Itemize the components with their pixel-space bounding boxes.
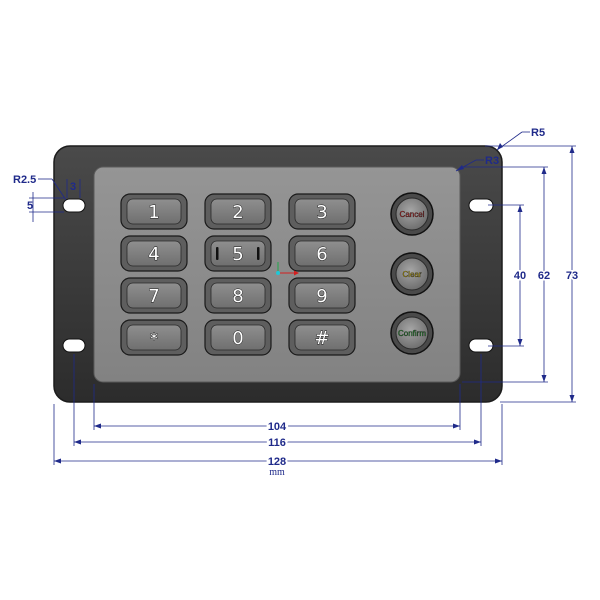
key-4[interactable]: 4	[120, 235, 188, 272]
key-hash-label: #	[314, 328, 329, 349]
dimension-arrows	[54, 143, 575, 464]
key-0[interactable]: 0	[204, 319, 272, 356]
origin-axes-icon	[276, 262, 299, 276]
dim-hole-height: 5	[27, 200, 33, 212]
key-grid: 1 2 3 4 5 6	[120, 193, 356, 356]
key-5-tactile-bar-left	[216, 247, 219, 260]
dim-hole-pitch: 116	[268, 437, 286, 449]
key-4-label: 4	[148, 244, 159, 265]
dimension-lines	[29, 131, 576, 465]
dim-panel-height: 62	[538, 270, 550, 282]
dim-radius-outer: R5	[531, 127, 545, 139]
dim-hole-spacing: 40	[514, 270, 526, 282]
key-5[interactable]: 5	[204, 235, 272, 272]
cancel-button[interactable]: Cancel	[390, 192, 434, 236]
key-5-tactile-bar-right	[257, 247, 260, 260]
dim-overall-width: 128	[268, 456, 286, 468]
mounting-hole-top-right	[468, 198, 494, 213]
key-2[interactable]: 2	[204, 193, 272, 230]
key-3-label: 3	[316, 202, 327, 223]
key-2-label: 2	[232, 202, 243, 223]
key-8-label: 8	[232, 286, 243, 307]
key-1[interactable]: 1	[120, 193, 188, 230]
key-9-label: 9	[316, 286, 327, 307]
dim-hole-width: 3	[70, 181, 76, 193]
key-hash[interactable]: #	[288, 319, 356, 356]
dim-overall-height: 73	[566, 270, 578, 282]
key-7[interactable]: 7	[120, 277, 188, 314]
dim-hole-radius: R2.5	[13, 174, 36, 186]
clear-button[interactable]: Clear	[390, 252, 434, 296]
key-5-label: 5	[232, 244, 243, 265]
dim-radius-inner: R3	[485, 155, 499, 167]
key-8[interactable]: 8	[204, 277, 272, 314]
dim-panel-width: 104	[268, 421, 287, 433]
key-3[interactable]: 3	[288, 193, 356, 230]
cancel-button-label: Cancel	[400, 210, 425, 219]
dim-unit: mm	[269, 467, 285, 478]
confirm-button-label: Confirm	[398, 329, 426, 338]
mounting-hole-bottom-left	[62, 338, 86, 353]
key-star-label: *	[150, 329, 158, 348]
mounting-hole-bottom-right	[468, 338, 494, 353]
key-star[interactable]: *	[120, 319, 188, 356]
clear-button-label: Clear	[402, 270, 421, 279]
key-9[interactable]: 9	[288, 277, 356, 314]
mounting-hole-top-left	[62, 198, 86, 213]
key-6[interactable]: 6	[288, 235, 356, 272]
key-6-label: 6	[316, 244, 327, 265]
key-7-label: 7	[148, 286, 159, 307]
key-0-label: 0	[232, 328, 243, 349]
key-1-label: 1	[148, 202, 159, 223]
confirm-button[interactable]: Confirm	[390, 311, 434, 355]
